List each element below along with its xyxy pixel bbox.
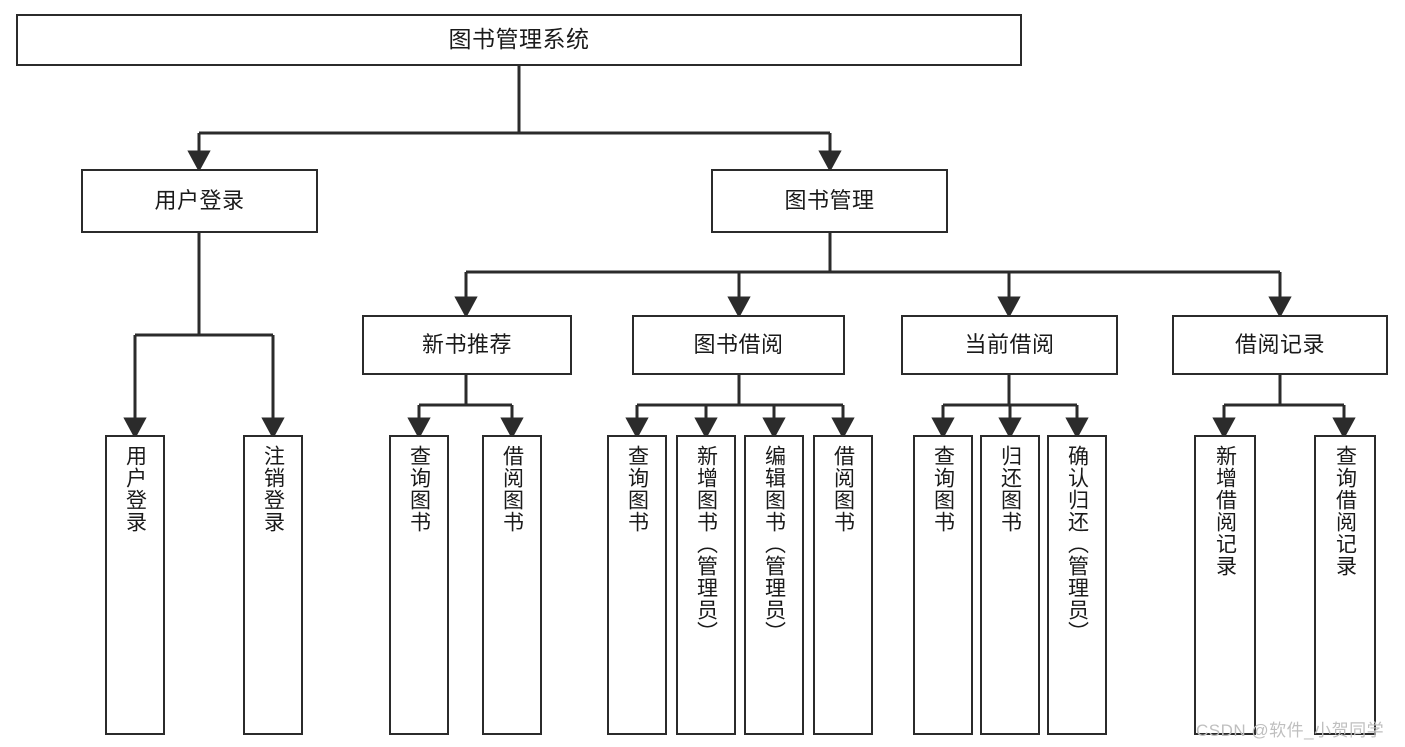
node-leaf-borrow-edit[interactable]: 编辑图书（管理员） (744, 435, 804, 735)
node-leaf-current-query-label: 查询图书 (931, 445, 955, 533)
node-leaf-record-add-label: 新增借阅记录 (1213, 445, 1237, 577)
node-leaf-user-login[interactable]: 用户登录 (105, 435, 165, 735)
node-user-login[interactable]: 用户登录 (81, 169, 318, 233)
csdn-watermark: CSDN @软件_小贺同学 (1196, 721, 1385, 740)
node-root[interactable]: 图书管理系统 (16, 14, 1022, 66)
node-book-borrow-label: 图书借阅 (693, 332, 784, 358)
node-leaf-current-query[interactable]: 查询图书 (913, 435, 973, 735)
node-leaf-borrow-add[interactable]: 新增图书（管理员） (676, 435, 736, 735)
node-user-login-label: 用户登录 (154, 188, 245, 214)
node-leaf-user-login-label: 用户登录 (123, 445, 147, 533)
node-leaf-borrow-lend-label: 借阅图书 (831, 445, 855, 533)
node-leaf-borrow-query-label: 查询图书 (625, 445, 649, 533)
node-current-borrow-label: 当前借阅 (964, 332, 1055, 358)
node-leaf-rec-query-label: 查询图书 (407, 445, 431, 533)
node-book-manage-label: 图书管理 (784, 188, 875, 214)
node-leaf-user-logout-label: 注销登录 (261, 445, 285, 533)
node-leaf-record-query-label: 查询借阅记录 (1333, 445, 1357, 577)
node-leaf-borrow-query[interactable]: 查询图书 (607, 435, 667, 735)
node-new-book-rec[interactable]: 新书推荐 (362, 315, 572, 375)
node-leaf-rec-query[interactable]: 查询图书 (389, 435, 449, 735)
node-borrow-record[interactable]: 借阅记录 (1172, 315, 1388, 375)
node-leaf-current-return-label: 归还图书 (998, 445, 1022, 533)
node-leaf-rec-borrow-label: 借阅图书 (500, 445, 524, 533)
node-leaf-current-confirm[interactable]: 确认归还（管理员） (1047, 435, 1107, 735)
node-borrow-record-label: 借阅记录 (1234, 332, 1325, 358)
node-root-label: 图书管理系统 (448, 26, 590, 53)
node-new-book-rec-label: 新书推荐 (421, 332, 512, 358)
node-current-borrow[interactable]: 当前借阅 (901, 315, 1118, 375)
node-leaf-record-query[interactable]: 查询借阅记录 (1314, 435, 1376, 735)
node-leaf-borrow-add-label: 新增图书（管理员） (694, 445, 718, 643)
node-leaf-borrow-edit-label: 编辑图书（管理员） (762, 445, 786, 643)
node-book-borrow[interactable]: 图书借阅 (632, 315, 845, 375)
node-leaf-borrow-lend[interactable]: 借阅图书 (813, 435, 873, 735)
node-leaf-current-confirm-label: 确认归还（管理员） (1065, 445, 1089, 643)
node-leaf-current-return[interactable]: 归还图书 (980, 435, 1040, 735)
node-leaf-record-add[interactable]: 新增借阅记录 (1194, 435, 1256, 735)
node-leaf-user-logout[interactable]: 注销登录 (243, 435, 303, 735)
node-leaf-rec-borrow[interactable]: 借阅图书 (482, 435, 542, 735)
node-book-manage[interactable]: 图书管理 (711, 169, 948, 233)
